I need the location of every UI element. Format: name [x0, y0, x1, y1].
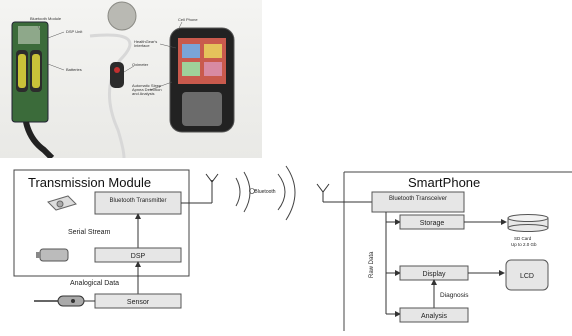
photo-label-cell-phone: Cell Phone [178, 17, 198, 22]
bluetooth-transmitter-label: Bluetooth Transmitter [109, 198, 166, 204]
bluetooth-icon [249, 188, 255, 194]
device-photo-drawing [11, 1, 235, 158]
transmitter-device-icon [47, 195, 77, 211]
storage-label: Storage [420, 220, 445, 227]
oximeter-sensor [89, 33, 132, 158]
bluetooth-transceiver-label: Bluetooth Transceiver [389, 196, 447, 202]
lcd-box [505, 259, 549, 291]
photo-label-batteries: Batteries [66, 67, 82, 72]
coin-icon [107, 1, 137, 31]
dsp-device-icon [36, 248, 69, 262]
smartphone-title: SmartPhone [408, 175, 480, 190]
wireless-waves [235, 165, 296, 221]
photo-label-bluetooth-module: Bluetooth Module [30, 16, 62, 21]
diagnosis-label: Diagnosis [440, 292, 469, 299]
serial-stream-label: Serial Stream [68, 229, 111, 236]
raw-data-label: Raw Data [369, 251, 375, 278]
transmitter-antenna-icon [205, 173, 219, 183]
photo-label-dsp-unit: DSP Unit [66, 29, 83, 34]
sensor-device-icon [34, 295, 85, 307]
bluetooth-transceiver-text: Bluetooth Transceiver [389, 196, 447, 202]
receiver-antenna-icon [316, 183, 330, 193]
transmission-module-frame [13, 169, 190, 277]
block-diagram-svg: Transmission Module Bluetooth Transmitte… [13, 165, 572, 331]
photo-label-oximeter: Oximeter [132, 62, 149, 67]
lcd-label: LCD [520, 273, 534, 280]
analysis-box [399, 307, 469, 323]
dsp-label: DSP [131, 253, 146, 260]
analogical-data-label: Analogical Data [70, 280, 119, 287]
sd-card-icon [507, 214, 549, 232]
bluetooth-module-board [11, 21, 55, 158]
bluetooth-logo-label: Bluetooth [254, 189, 275, 195]
bluetooth-transceiver-box [371, 191, 465, 213]
block-diagram: Transmission Module Bluetooth Transmitte… [0, 158, 572, 331]
transmission-module-title: Transmission Module [28, 175, 151, 190]
device-photo: Bluetooth Module DSP Unit Batteries Cell… [0, 0, 262, 158]
bluetooth-transmitter-text: Bluetooth Transmitter [109, 198, 166, 204]
sensor-label: Sensor [127, 299, 150, 306]
sd-capacity-label: Up to 2.0 Gb [511, 242, 537, 247]
cell-phone [169, 27, 235, 133]
photo-pointer-lines [37, 21, 183, 91]
photo-label-healthgear-interface: HealthGear's Interface [134, 39, 158, 48]
analysis-label: Analysis [421, 313, 448, 320]
photo-label-automatic-detection: Automatic Sleep Apnea Detection and Anal… [132, 83, 162, 96]
sd-card-label: SD Card [514, 236, 532, 241]
display-label: Display [423, 271, 446, 278]
